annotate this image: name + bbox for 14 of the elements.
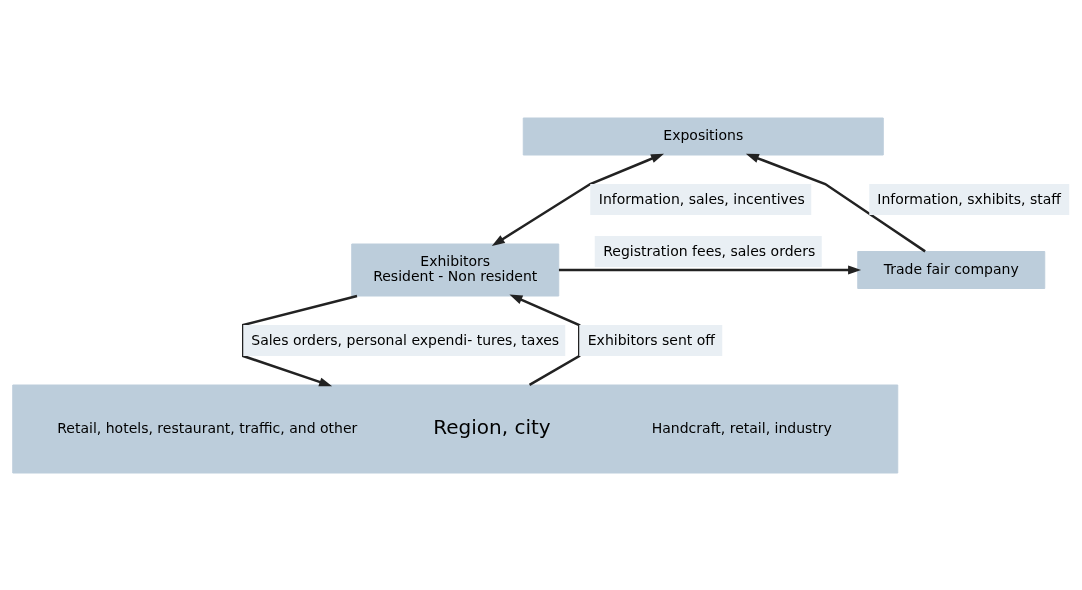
edge-label: Sales orders, personal expendi- tures, taxes <box>251 331 560 348</box>
edge-label: Information, sxhibits, staff <box>877 190 1061 207</box>
edge-label: Registration fees, sales orders <box>603 242 816 259</box>
node-box: Expositions <box>522 117 884 155</box>
node-box: Retail, hotels, restaurant, traffic, and other Region, city Handcraft, retail, industry <box>12 384 899 473</box>
node-box: Trade fair company <box>857 250 1046 289</box>
arrow <box>558 264 862 275</box>
edge-label: Information, sales, incentives <box>598 190 805 207</box>
arrow <box>509 294 581 386</box>
node-box: Exhibitors Resident - Non resident <box>351 243 560 296</box>
edge-label: Exhibitors sent off <box>587 331 715 348</box>
arrow <box>745 153 926 252</box>
arrow <box>491 153 665 246</box>
arrow <box>242 294 358 386</box>
